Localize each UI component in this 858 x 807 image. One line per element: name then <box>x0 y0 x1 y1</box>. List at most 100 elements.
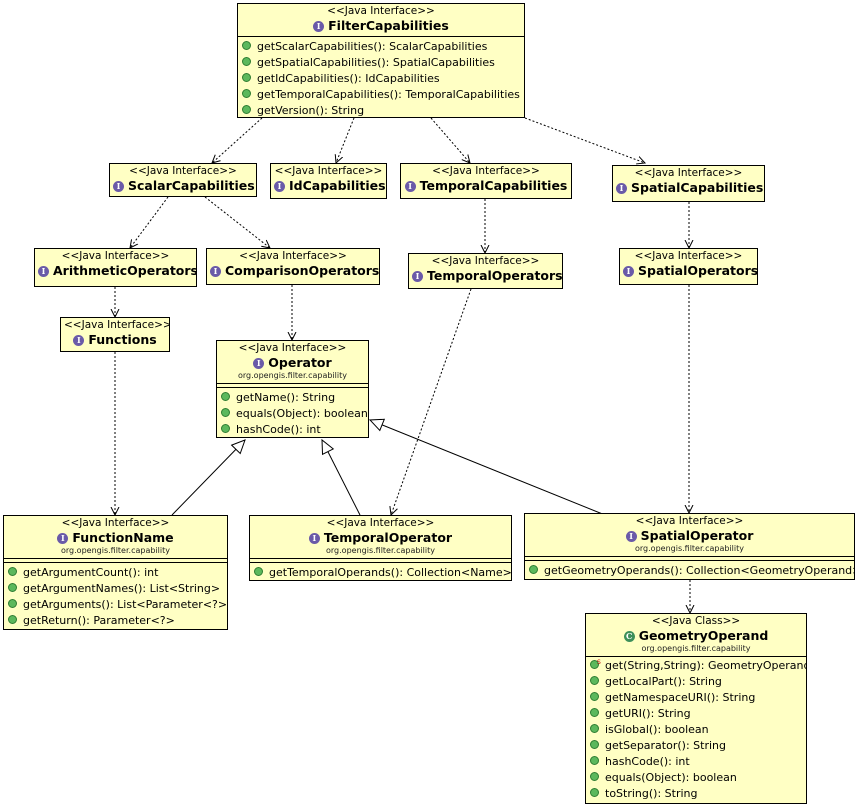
stereotype-label: <<Java Interface>> <box>64 319 170 331</box>
stereotype-label: <<Java Interface>> <box>238 342 347 354</box>
edge-temporalops-to-temporaloperator <box>391 288 472 515</box>
interface-icon: I <box>57 533 69 544</box>
public-method-icon <box>529 565 538 574</box>
method-item: getVersion(): String <box>242 103 520 117</box>
public-method-icon <box>221 408 230 417</box>
static-method-icon <box>590 655 601 671</box>
edge-spatialoperator-extends-operator <box>368 418 606 516</box>
edge-filter-to-id <box>336 117 355 163</box>
public-method-icon <box>254 567 263 576</box>
stereotype-label: <<Java Interface>> <box>634 250 743 262</box>
public-method-icon <box>590 788 599 797</box>
class-name: FunctionName <box>72 530 174 545</box>
package-label: org.opengis.filter.capability <box>326 546 435 555</box>
class-name: Operator <box>268 355 332 370</box>
edge-scalar-to-comparison <box>204 196 270 248</box>
public-method-icon <box>242 105 251 114</box>
public-method-icon <box>8 583 17 592</box>
public-method-icon <box>590 772 599 781</box>
class-name: FilterCapabilities <box>328 18 449 33</box>
stereotype-label: <<Java Interface>> <box>61 250 170 262</box>
method-item: getTemporalCapabilities(): TemporalCapab… <box>242 87 520 103</box>
public-method-icon <box>590 676 599 685</box>
stereotype-label: <<Java Interface>> <box>129 165 237 177</box>
interface-icon: I <box>38 266 49 277</box>
interface-icon: I <box>625 531 637 542</box>
class-name: ScalarCapabilities <box>128 178 255 193</box>
class-icon: C <box>623 631 635 642</box>
edge-filter-to-temporal <box>430 117 470 163</box>
class-scalar-capabilities[interactable]: <<Java Interface>> I ScalarCapabilities <box>109 163 257 197</box>
method-item: equals(Object): boolean <box>590 770 802 786</box>
method-item: getArguments(): List<Parameter<?>> <box>8 597 227 613</box>
stereotype-label: <<Java Interface>> <box>327 5 435 17</box>
method-item: getSeparator(): String <box>590 738 802 754</box>
interface-icon: I <box>308 533 320 544</box>
public-method-icon <box>590 756 599 765</box>
method-item: getSpatialCapabilities(): SpatialCapabil… <box>242 55 520 71</box>
public-method-icon <box>242 89 251 98</box>
interface-icon: I <box>253 358 265 369</box>
class-name: ComparisonOperators <box>225 263 380 278</box>
public-method-icon <box>242 41 251 50</box>
edge-filter-to-spatial <box>524 117 645 163</box>
interface-icon: I <box>616 183 627 194</box>
package-label: org.opengis.filter.capability <box>61 546 170 555</box>
edge-scalar-to-arithmetic <box>130 196 169 248</box>
interface-icon: I <box>113 181 124 192</box>
method-item: getScalarCapabilities(): ScalarCapabilit… <box>242 39 520 55</box>
stereotype-label: <<Java Interface>> <box>432 165 540 177</box>
public-method-icon <box>8 599 17 608</box>
method-item: equals(Object): boolean <box>221 406 368 422</box>
public-method-icon <box>221 424 230 433</box>
class-temporal-operators[interactable]: <<Java Interface>> I TemporalOperators <box>408 253 563 289</box>
stereotype-label: <<Java Interface>> <box>431 255 540 267</box>
edge-temporaloperator-extends-operator <box>321 438 361 516</box>
method-item: getURI(): String <box>590 706 802 722</box>
interface-icon: I <box>73 335 85 346</box>
stereotype-label: <<Java Class>> <box>651 615 741 627</box>
class-name: TemporalOperators <box>427 268 563 283</box>
class-name: IdCapabilities <box>289 178 386 193</box>
class-name: Functions <box>88 332 157 347</box>
edge-filter-to-scalar <box>212 117 263 163</box>
method-item: getTemporalOperands(): Collection<Name> <box>254 565 511 580</box>
stereotype-label: <<Java Interface>> <box>326 517 435 529</box>
class-name: SpatialOperator <box>640 528 754 543</box>
method-item: hashCode(): int <box>221 422 364 437</box>
method-item: getNamespaceURI(): String <box>590 690 802 706</box>
method-item: getGeometryOperands(): Collection<Geomet… <box>529 563 854 579</box>
public-method-icon <box>242 73 251 82</box>
method-item: getIdCapabilities(): IdCapabilities <box>242 71 520 87</box>
interface-icon: I <box>313 21 325 32</box>
edge-functionname-extends-operator <box>171 439 246 516</box>
method-item: getLocalPart(): String <box>590 674 802 690</box>
method-item: isGlobal(): boolean <box>590 722 802 738</box>
public-method-icon <box>590 692 599 701</box>
stereotype-label: <<Java Interface>> <box>635 515 744 527</box>
public-method-icon <box>590 724 599 733</box>
method-item: getName(): String <box>221 390 364 406</box>
interface-icon: I <box>210 266 221 277</box>
stereotype-label: <<Java Interface>> <box>61 517 170 529</box>
interface-icon: I <box>412 271 423 282</box>
method-item: getArgumentNames(): List<String> <box>8 581 223 597</box>
class-name: GeometryOperand <box>638 628 769 643</box>
public-method-icon <box>242 57 251 66</box>
class-name: SpatialCapabilities <box>631 180 764 195</box>
public-method-icon <box>590 708 599 717</box>
